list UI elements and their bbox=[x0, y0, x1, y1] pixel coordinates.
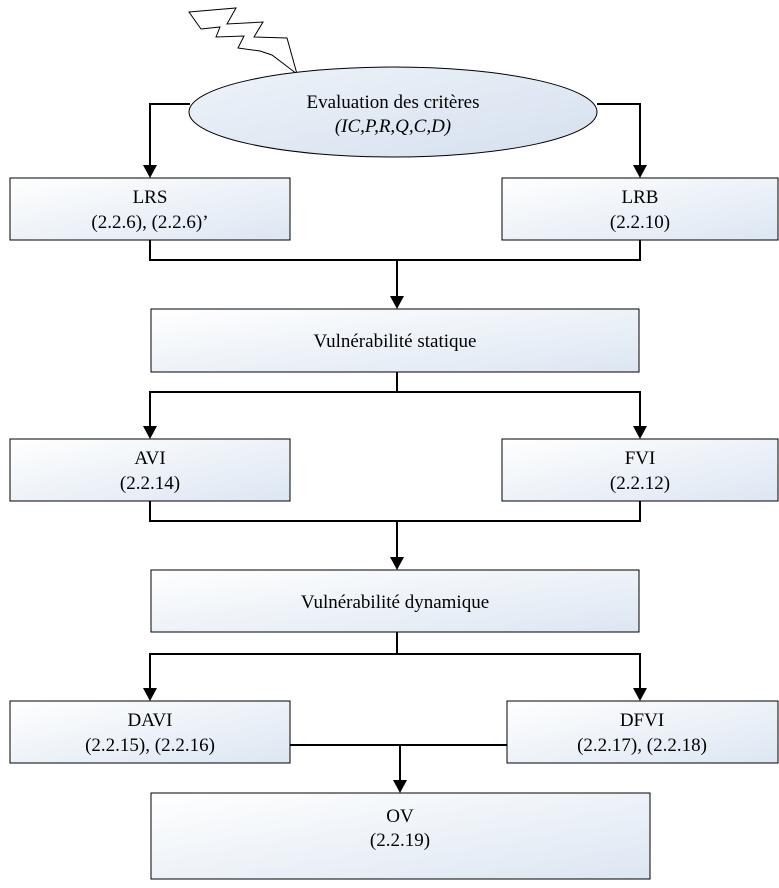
connector-merge-dynamic bbox=[149, 501, 641, 522]
avi-title: AVI bbox=[134, 448, 165, 469]
fvi-ref: (2.2.12) bbox=[610, 473, 670, 494]
davi-ref: (2.2.15), (2.2.16) bbox=[85, 735, 215, 756]
lrb-node: LRB (2.2.10) bbox=[501, 177, 779, 241]
dfvi-ref: (2.2.17), (2.2.18) bbox=[577, 735, 707, 756]
lightning-bolt-icon bbox=[188, 7, 298, 76]
fvi-title: FVI bbox=[625, 448, 656, 469]
arrowhead bbox=[633, 426, 647, 439]
avi-ref: (2.2.14) bbox=[120, 473, 180, 494]
connector-criteria-lrb bbox=[597, 103, 641, 168]
arrowhead bbox=[143, 165, 157, 178]
avi-node: AVI (2.2.14) bbox=[9, 438, 291, 502]
dfvi-node: DFVI (2.2.17), (2.2.18) bbox=[506, 700, 779, 764]
arrowhead bbox=[633, 165, 647, 178]
arrowhead bbox=[393, 780, 407, 793]
arrowhead bbox=[390, 296, 404, 309]
lrb-title: LRB bbox=[622, 187, 659, 208]
davi-title: DAVI bbox=[127, 710, 172, 731]
connector-criteria-lrs bbox=[149, 103, 190, 168]
lrs-node: LRS (2.2.6), (2.2.6)’ bbox=[9, 177, 291, 241]
connector-split-avi-fvi bbox=[149, 391, 641, 428]
arrowhead bbox=[143, 426, 157, 439]
dynamic-vulnerability-title: Vulnérabilité dynamique bbox=[301, 592, 489, 613]
static-vulnerability-title: Vulnérabilité statique bbox=[314, 331, 477, 352]
lrs-title: LRS bbox=[133, 187, 168, 208]
lrs-ref: (2.2.6), (2.2.6)’ bbox=[91, 212, 208, 233]
criteria-title: Evaluation des critères bbox=[306, 92, 479, 113]
fvi-node: FVI (2.2.12) bbox=[501, 438, 779, 502]
connector-merge-static bbox=[149, 240, 641, 261]
criteria-formula: (IC,P,R,Q,C,D) bbox=[335, 116, 451, 137]
dfvi-title: DFVI bbox=[620, 710, 664, 731]
static-vulnerability-node: Vulnérabilité statique bbox=[150, 308, 640, 373]
criteria-node: Evaluation des critères (IC,P,R,Q,C,D) bbox=[188, 66, 598, 158]
lrb-ref: (2.2.10) bbox=[610, 212, 670, 233]
dynamic-vulnerability-node: Vulnérabilité dynamique bbox=[150, 569, 640, 633]
davi-node: DAVI (2.2.15), (2.2.16) bbox=[9, 700, 291, 764]
connector-split-davi-dfvi bbox=[149, 653, 641, 690]
arrowhead bbox=[390, 557, 404, 570]
arrowhead bbox=[633, 688, 647, 701]
ov-node: OV (2.2.19) bbox=[150, 792, 651, 880]
ov-title: OV bbox=[386, 806, 414, 827]
arrowhead bbox=[143, 688, 157, 701]
ov-ref: (2.2.19) bbox=[370, 830, 430, 851]
